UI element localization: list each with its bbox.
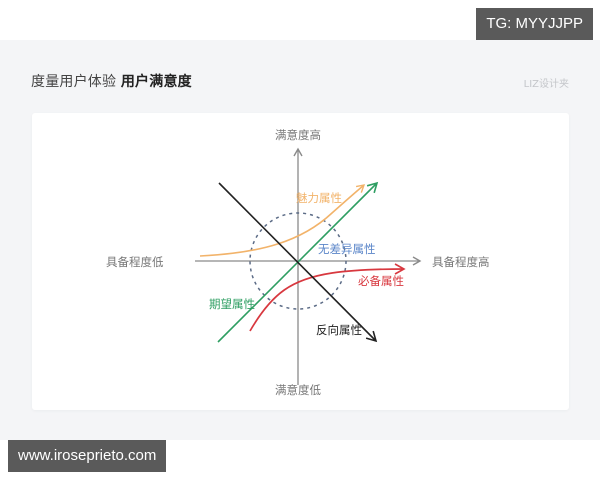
- title-bold: 用户满意度: [120, 74, 192, 90]
- label-indifferent: 无差异属性: [318, 242, 376, 256]
- axis-label-satisfaction-high: 满意度高: [275, 128, 321, 142]
- indifferent-zone-circle: [249, 212, 347, 310]
- axis-label-satisfaction-low: 满意度低: [275, 383, 321, 397]
- label-one-dimensional: 期望属性: [209, 297, 255, 311]
- label-attractive: 魅力属性: [296, 191, 342, 205]
- diagram-card: 满意度高 满意度低 具备程度低 具备程度高 魅力属性 无差异属性 必备属性 期望…: [32, 113, 569, 410]
- must-be-curve: [249, 263, 406, 332]
- axis-label-fulfillment-high: 具备程度高: [432, 255, 490, 269]
- watermark-telegram: TG: MYYJJPP: [476, 8, 593, 40]
- reverse-line: [218, 182, 378, 343]
- brand-label: LIZ设计夹: [523, 79, 569, 90]
- label-must-be: 必备属性: [358, 274, 404, 288]
- kano-model-diagram: [195, 147, 422, 385]
- label-reverse: 反向属性: [316, 323, 362, 337]
- title-prefix: 度量用户体验: [31, 74, 117, 90]
- page-title: 度量用户体验 用户满意度: [31, 71, 192, 91]
- axis-label-fulfillment-low: 具备程度低: [106, 255, 164, 269]
- watermark-website: www.iroseprieto.com: [8, 440, 167, 472]
- attractive-curve: [199, 184, 366, 257]
